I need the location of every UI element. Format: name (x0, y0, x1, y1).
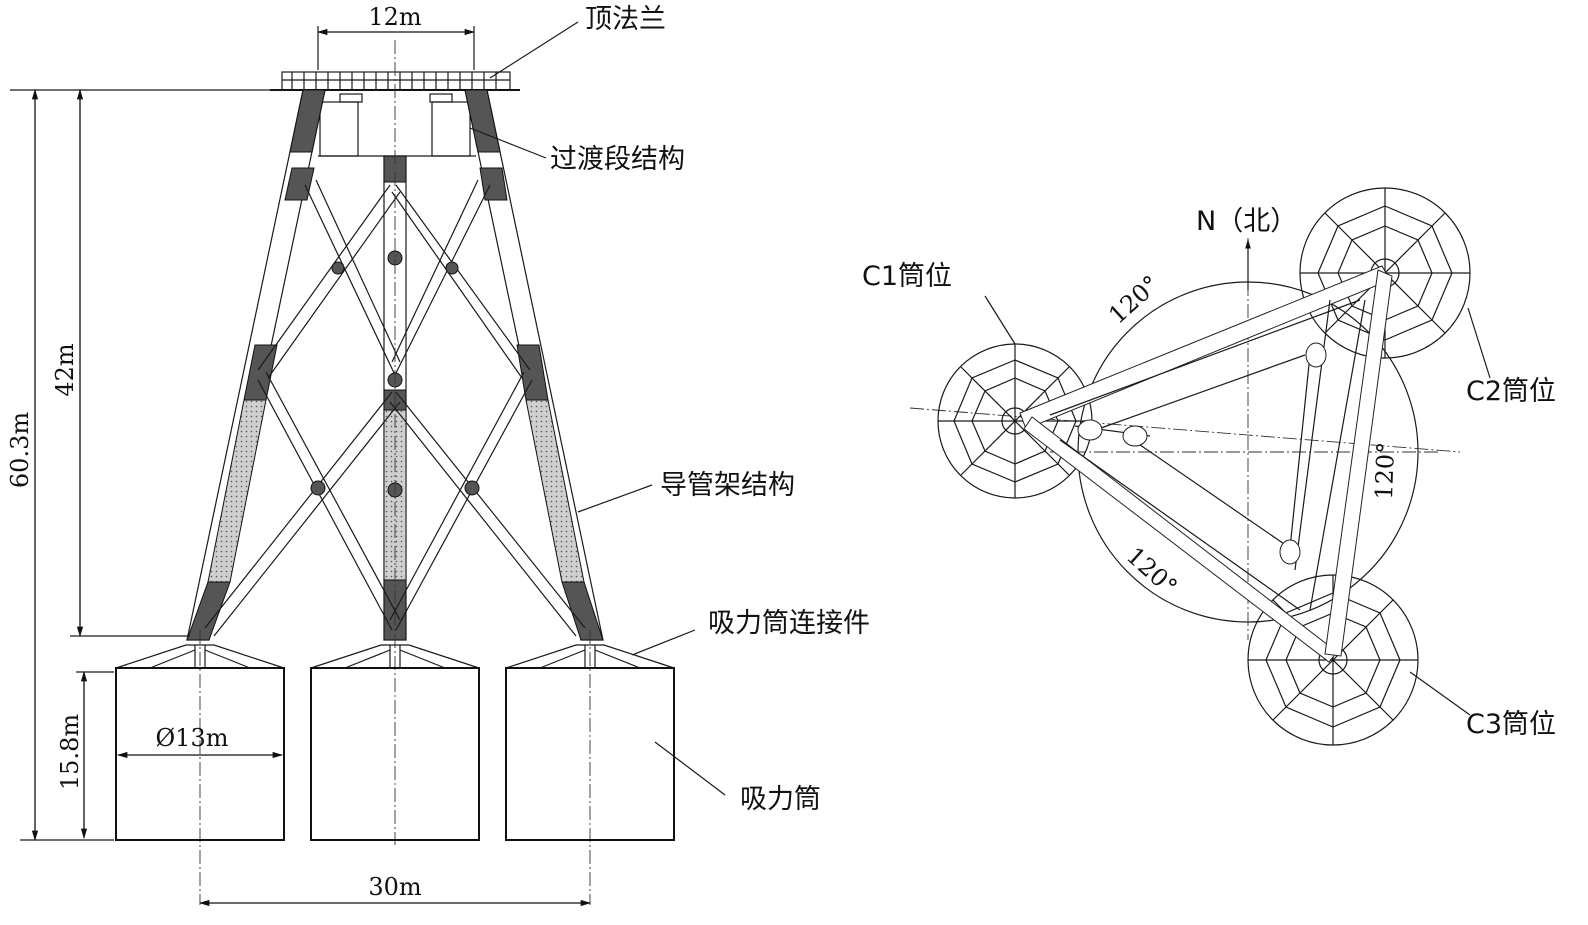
leader-lines (469, 21, 726, 796)
angle-label-2: 120° (1370, 441, 1400, 500)
c3-label: C3筒位 (1466, 709, 1556, 740)
right-leg (464, 89, 604, 641)
angle-label-1: 120° (1103, 270, 1165, 329)
north-label: N（北） (1196, 206, 1297, 237)
bucket-c1-plan (937, 343, 1093, 499)
label-connector: 吸力筒连接件 (708, 608, 870, 639)
plan-leaders (984, 295, 1491, 716)
jacket-bracing (204, 179, 586, 637)
c1-label: C1筒位 (862, 261, 952, 292)
c2-label: C2筒位 (1466, 376, 1556, 407)
left-leg (186, 89, 326, 641)
transition-structure (318, 93, 476, 157)
label-top-flange: 顶法兰 (585, 4, 666, 35)
elevation-view: 12m 60.3m 42m 15.8m Ø13m 30m 顶法兰 过渡段结构 导… (6, 3, 870, 907)
label-jacket: 导管架结构 (660, 470, 795, 501)
dim-bucket-diameter: Ø13m (156, 724, 229, 752)
plan-members (1019, 265, 1393, 663)
dim-leg-spacing: 30m (368, 873, 422, 901)
dim-total-height: 60.3m (6, 412, 34, 488)
dim-jacket-height: 42m (51, 343, 79, 397)
suction-buckets (115, 667, 675, 841)
plan-view: N（北） C1筒位 C2筒位 C3筒位 120° 120° 120° (862, 187, 1556, 746)
dim-bucket-height: 15.8m (56, 714, 84, 790)
label-bucket: 吸力筒 (740, 784, 821, 815)
bucket-c3-plan (1247, 574, 1419, 746)
dimension-lines (10, 26, 592, 907)
dim-top-width: 12m (368, 3, 422, 31)
label-transition: 过渡段结构 (550, 144, 685, 175)
